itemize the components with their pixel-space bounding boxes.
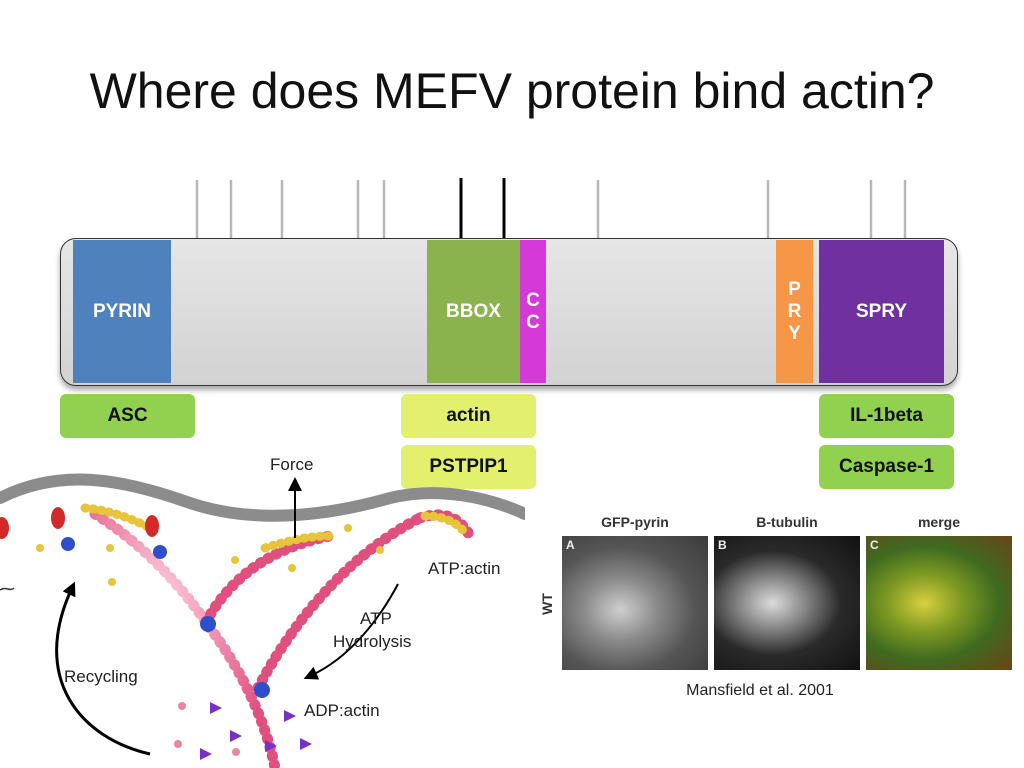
partner-asc: ASC xyxy=(60,394,195,438)
arp-complex xyxy=(153,545,167,559)
arp-complex xyxy=(200,616,216,632)
recycling-label: Recycling xyxy=(64,667,138,686)
atp-cap xyxy=(420,511,471,539)
micro-letter-c: C xyxy=(870,538,879,552)
micro-panel-gfp-pyrin xyxy=(562,536,708,670)
micro-panel-b-tubulin xyxy=(714,536,860,670)
domain-spry-label: SPRY xyxy=(855,300,908,322)
domain-cc: C C xyxy=(520,240,546,383)
atp-hydrolysis-label: Hydrolysis xyxy=(333,632,411,651)
partner-actin: actin xyxy=(401,394,536,438)
domain-pyrin-label: PYRIN xyxy=(92,300,152,322)
arp-complex xyxy=(61,537,75,551)
domain-pry-letter: P xyxy=(788,278,801,300)
micro-row-label: WT xyxy=(538,593,555,615)
membrane-protein xyxy=(0,517,9,539)
partner-il1beta: IL-1beta xyxy=(819,394,954,438)
domain-bbox: BBOX xyxy=(427,240,520,383)
micro-panel-merge xyxy=(866,536,1012,670)
atp-cap xyxy=(260,531,335,553)
micro-letter-b: B xyxy=(718,538,727,552)
partner-caspase1: Caspase-1 xyxy=(819,445,954,489)
micro-letter-a: A xyxy=(566,538,575,552)
membrane-protein xyxy=(51,507,65,529)
actin-filament xyxy=(252,512,426,694)
arp-complex xyxy=(254,682,270,698)
domain-bbox-label: BBOX xyxy=(446,300,501,322)
atp-hydrolysis-label: ATP xyxy=(360,609,392,628)
mutation-arrows xyxy=(195,178,913,250)
partner-pstpip1: PSTPIP1 xyxy=(401,445,536,489)
domain-cc-letter: C xyxy=(526,311,540,333)
actin-filament xyxy=(89,508,281,768)
domain-spry: SPRY xyxy=(819,240,944,383)
domain-pry-letter: Y xyxy=(788,322,801,344)
micro-label-c: merge xyxy=(917,514,961,530)
atp-actin-label: ATP:actin xyxy=(428,559,500,578)
micro-label-b: B-tubulin xyxy=(756,514,818,530)
domain-cc-letter: C xyxy=(526,289,540,311)
domain-pry: P R Y xyxy=(776,240,813,383)
domain-pyrin: PYRIN xyxy=(73,240,171,383)
cell-membrane xyxy=(0,473,525,522)
actin-treadmilling-diagram: Force ATP:actin ATP Hydrolysis Recycling… xyxy=(0,455,525,768)
force-label: Force xyxy=(270,455,313,474)
citation-caption: Mansfield et al. 2001 xyxy=(686,682,834,699)
adp-actin-label: ADP:actin xyxy=(304,701,380,720)
membrane-protein xyxy=(145,515,159,537)
page-title: Where does MEFV protein bind actin? xyxy=(89,63,935,119)
micro-label-a: GFP-pyrin xyxy=(601,514,669,530)
domain-pry-letter: R xyxy=(787,300,802,322)
